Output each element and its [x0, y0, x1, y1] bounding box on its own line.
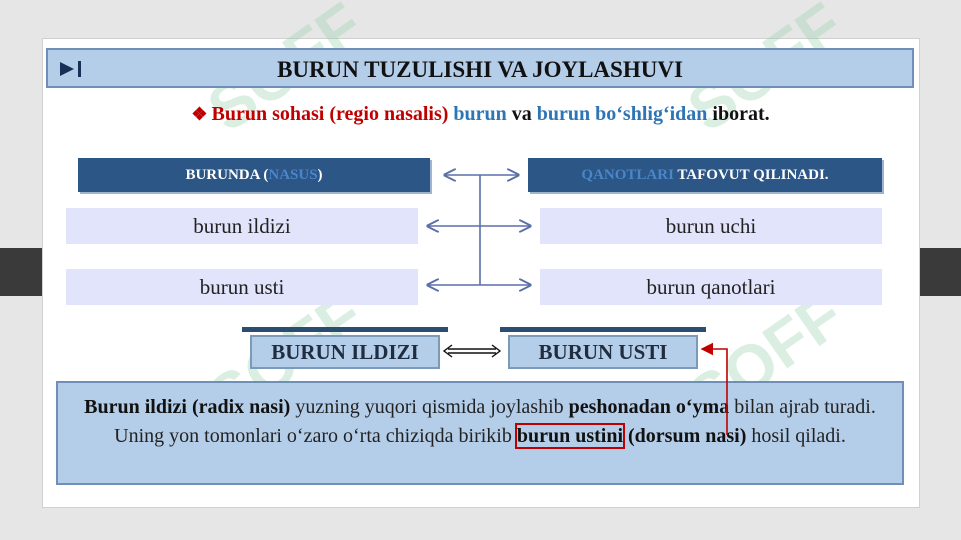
- subtitle-part: burun: [453, 103, 507, 125]
- play-bar-icon: [60, 61, 81, 77]
- burun-usti-button[interactable]: BURUN USTI: [508, 335, 698, 369]
- list-item-left: burun ildizi: [66, 208, 418, 244]
- para-bold: ): [283, 396, 291, 418]
- header-highlight: NASUS: [268, 167, 318, 183]
- para-term: radix nasi: [198, 396, 284, 418]
- page-title: BURUN TUZULISHI VA JOYLASHUVI: [277, 57, 683, 82]
- para-bold: (dorsum nasi): [623, 425, 747, 447]
- left-header: BURUNDA (NASUS): [78, 158, 430, 192]
- right-header: QANOTLARI TAFOVUT QILINADI.: [528, 158, 882, 192]
- highlighted-term: burun ustini: [514, 423, 626, 449]
- subtitle-part: iborat.: [712, 103, 770, 125]
- header-text: ): [317, 167, 323, 183]
- list-item-left: burun usti: [66, 269, 418, 305]
- title-bar: BURUN TUZULISHI VA JOYLASHUVI: [46, 48, 914, 88]
- bar-accent: [242, 327, 448, 332]
- para-text: bilan ajrab turadi. Uning yon tomonlari …: [114, 396, 876, 447]
- subtitle: ❖Burun sohasi (regio nasalis) burun va b…: [0, 103, 961, 126]
- subtitle-part: va: [511, 103, 532, 125]
- list-item-right: burun uchi: [540, 208, 882, 244]
- para-text: yuzning yuqori qismida joylashib: [290, 396, 569, 418]
- para-text: hosil qiladi.: [746, 425, 846, 447]
- header-highlight: QANOTLARI: [581, 167, 674, 183]
- subtitle-part: burun bo‘shlig‘idan: [536, 103, 708, 125]
- para-bold: Burun ildizi (: [84, 396, 199, 418]
- bar-accent: [500, 327, 706, 332]
- burun-ildizi-button[interactable]: BURUN ILDIZI: [250, 335, 440, 369]
- list-item-right: burun qanotlari: [540, 269, 882, 305]
- header-text: BURUNDA (: [185, 167, 269, 183]
- description-box: Burun ildizi (radix nasi) yuzning yuqori…: [56, 381, 904, 485]
- subtitle-part: Burun sohasi (regio nasalis): [211, 103, 449, 125]
- para-bold: peshonadan o‘yma: [568, 396, 730, 418]
- diamond-bullet-icon: ❖: [191, 104, 208, 124]
- header-text: TAFOVUT QILINADI.: [673, 167, 829, 183]
